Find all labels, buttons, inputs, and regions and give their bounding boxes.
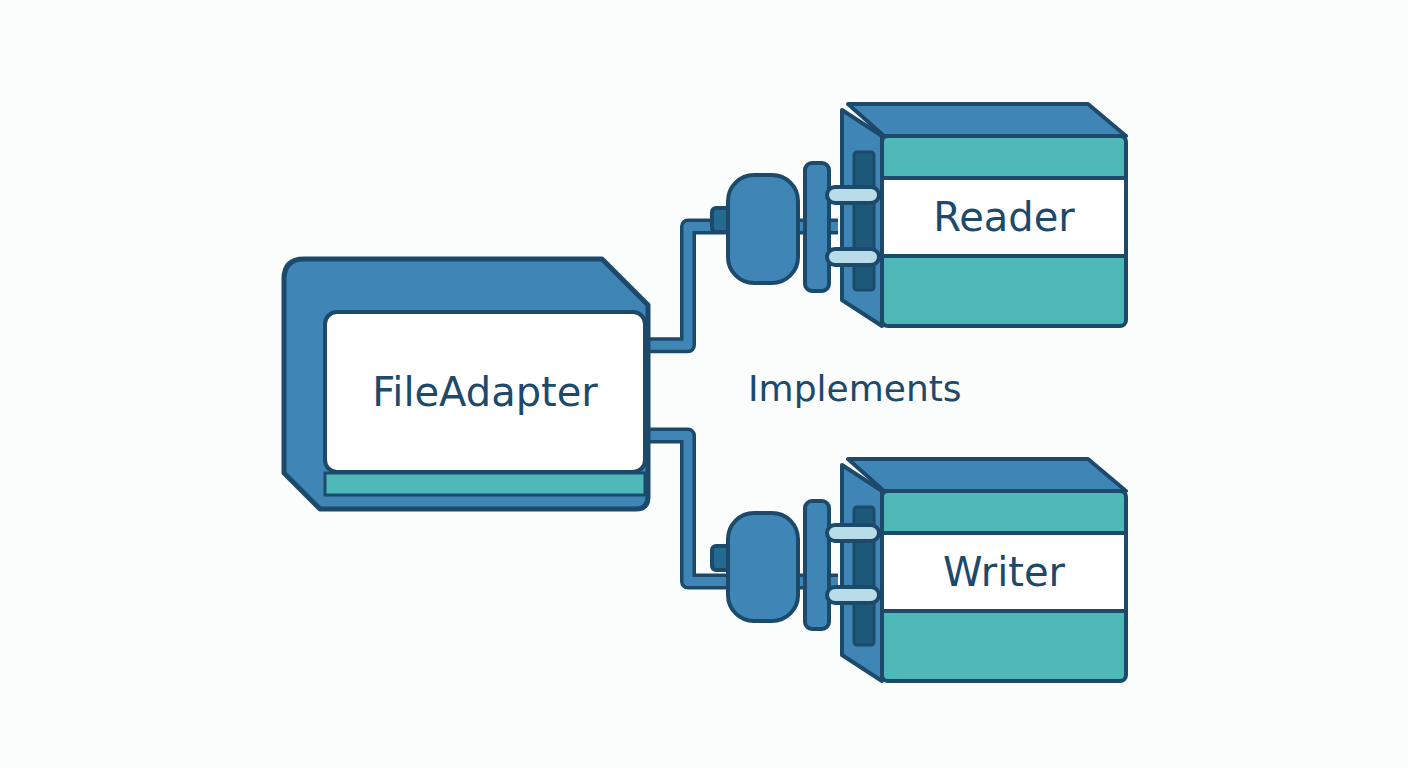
plug-symbol	[712, 163, 879, 291]
cable-line	[650, 436, 838, 582]
relation-label: Implements	[748, 368, 962, 409]
node-label: Writer	[882, 533, 1126, 611]
cable-line	[650, 227, 838, 346]
cable-line	[650, 436, 838, 582]
cable-connector	[650, 436, 838, 582]
interface-box: Writer	[838, 455, 1130, 685]
interface-box: Reader	[838, 100, 1130, 330]
plug-symbol	[712, 501, 879, 629]
node-label: Reader	[882, 178, 1126, 256]
cable-line	[650, 227, 838, 346]
node-label: FileAdapter	[325, 312, 645, 472]
adapter-box: FileAdapter	[280, 255, 652, 513]
cable-connector	[650, 227, 838, 346]
